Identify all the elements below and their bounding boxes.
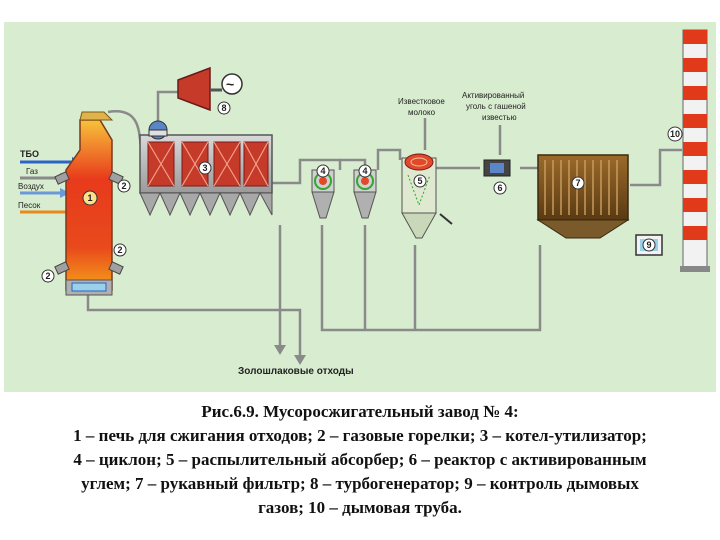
ash-arrows [274, 345, 306, 365]
number-6: 6 [497, 183, 502, 193]
number-1: 1 [87, 193, 92, 203]
number-8: 8 [221, 103, 226, 113]
number-2a: 2 [121, 181, 126, 191]
incinerator-diagram: ТБО Газ Воздух Песок ~ [4, 22, 716, 392]
gas-burners [54, 171, 124, 275]
caption-line-4: углем; 7 – рукавный фильтр; 8 – турбоген… [81, 474, 639, 493]
number-3: 3 [202, 163, 207, 173]
number-9: 9 [646, 240, 651, 250]
generator-symbol: ~ [226, 76, 234, 92]
cyclones [311, 169, 377, 219]
lime-milk-label-line1: Известковое [398, 97, 445, 106]
pipes [86, 90, 682, 355]
number-2b: 2 [117, 245, 122, 255]
turbogenerator [177, 66, 243, 112]
number-10: 10 [670, 129, 680, 139]
figure-caption: Рис.6.9. Мусоросжигательный завод № 4: 1… [0, 400, 720, 540]
number-4b: 4 [362, 166, 367, 176]
caption-line-2: 1 – печь для сжигания отходов; 2 – газов… [73, 426, 647, 445]
input-label-air: Воздух [18, 182, 44, 191]
input-label-tbo: ТБО [20, 149, 39, 159]
lime-milk-label-line2: молоко [408, 108, 436, 117]
carbon-reactor [483, 159, 511, 177]
number-5: 5 [417, 176, 422, 186]
number-badges [41, 101, 683, 283]
number-4a: 4 [320, 166, 325, 176]
bag-filter [536, 154, 630, 239]
activated-carbon-label-line1: Активированный [462, 91, 524, 100]
chimney-stack [680, 29, 710, 272]
waste-heat-boiler [139, 120, 273, 217]
input-label-gas: Газ [26, 167, 38, 176]
number-7: 7 [575, 178, 580, 188]
number-2c: 2 [45, 271, 50, 281]
activated-carbon-label-line2: уголь с гашеной [466, 102, 526, 111]
caption-title: Рис.6.9. Мусоросжигательный завод № 4: [201, 402, 519, 421]
caption-line-5: газов; 10 – дымовая труба. [258, 498, 462, 517]
ash-waste-label: Золошлаковые отходы [238, 366, 354, 377]
input-label-sand: Песок [18, 201, 41, 210]
activated-carbon-label-line3: известью [482, 113, 517, 122]
caption-line-3: 4 – циклон; 5 – распылительный абсорбер;… [73, 450, 647, 469]
